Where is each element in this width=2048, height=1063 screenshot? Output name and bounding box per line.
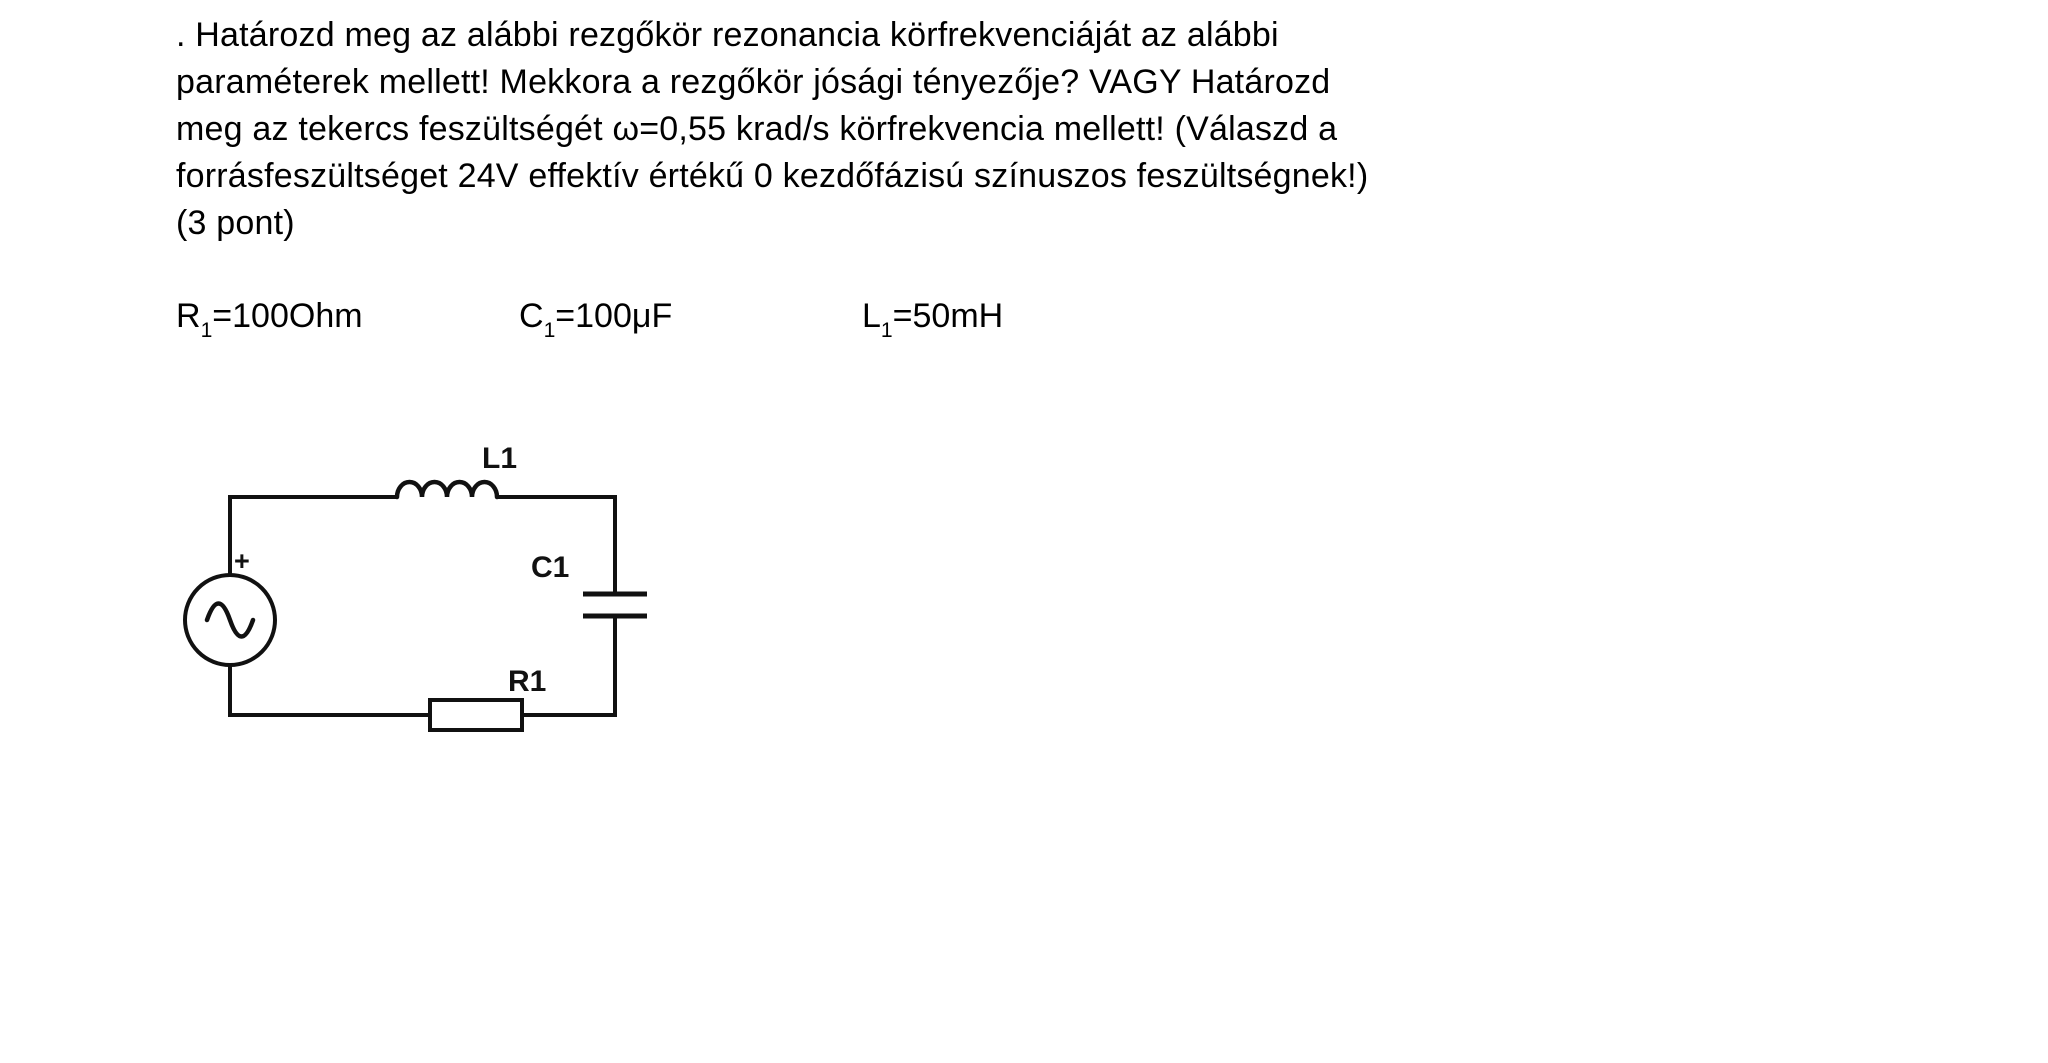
inductor-label: L1 [482, 442, 517, 475]
parameter-row: R1=100Ohm C1=100μF L1=50mH [176, 297, 1205, 342]
param-r1: R1=100Ohm [176, 297, 363, 342]
inductor-icon [394, 479, 500, 500]
capacitor-icon [583, 591, 647, 619]
problem-line: meg az tekercs feszültségét ω=0,55 krad/… [176, 110, 1338, 148]
param-c1: C1=100μF [519, 297, 673, 342]
problem-text: . Határozd meg az alábbi rezgőkör rezona… [176, 12, 1506, 247]
ac-source-icon [183, 573, 277, 667]
resistor-icon [428, 698, 524, 732]
problem-line: forrásfeszültséget 24V effektív értékű 0… [176, 157, 1369, 195]
param-l1: L1=50mH [862, 297, 1004, 342]
capacitor-label: C1 [531, 551, 569, 584]
circuit-diagram: + L1 C1 R1 [175, 435, 695, 765]
problem-line: (3 pont) [176, 204, 295, 242]
problem-line: . Határozd meg az alábbi rezgőkör rezona… [176, 16, 1279, 54]
plus-sign: + [234, 546, 250, 576]
resistor-label: R1 [508, 665, 546, 698]
problem-line: paraméterek mellett! Mekkora a rezgőkör … [176, 63, 1331, 101]
